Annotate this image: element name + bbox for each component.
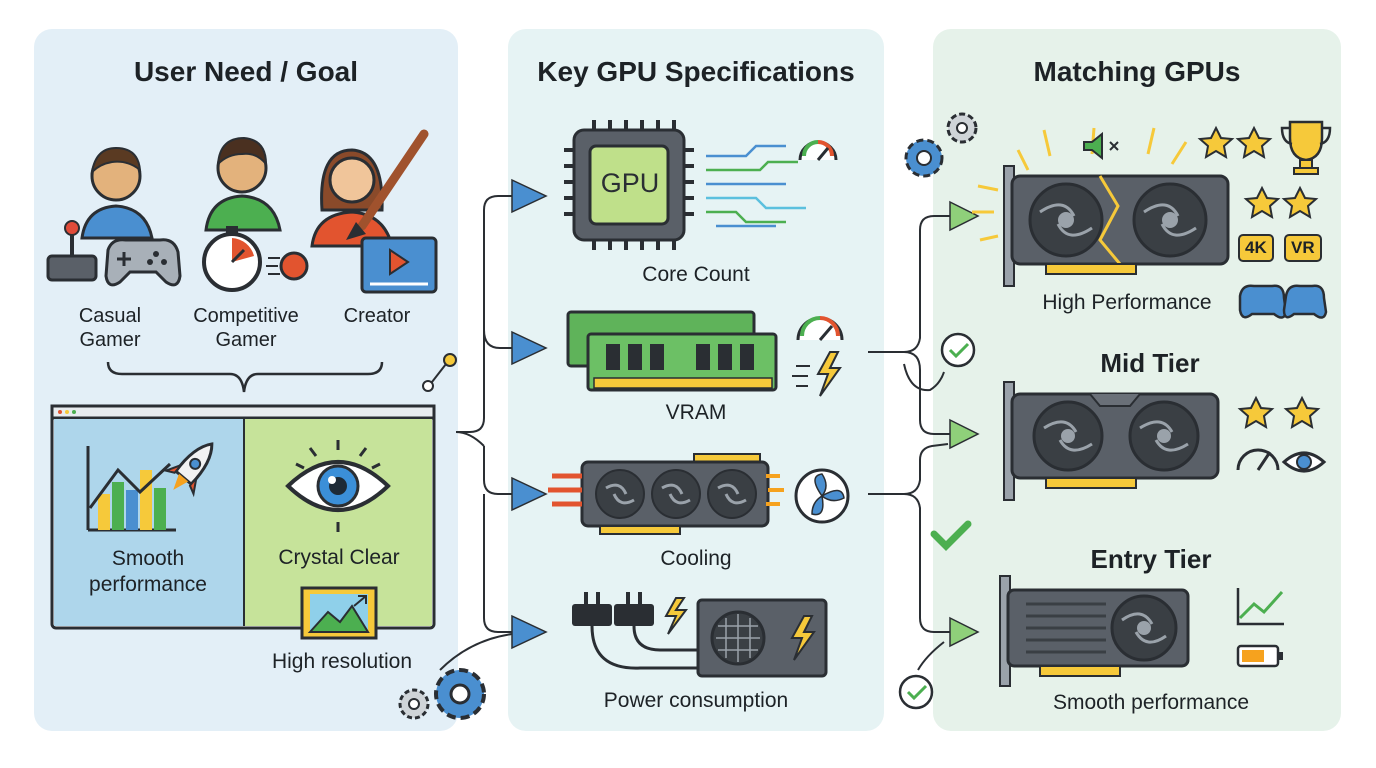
goal-high-resolution: High resolution	[271, 650, 413, 673]
competitive-gamer-icon	[202, 136, 309, 292]
power-supply-icon	[572, 592, 828, 678]
vram-module-icon	[566, 310, 844, 397]
landscape-image-icon	[300, 586, 378, 640]
badge-vr: VR	[1284, 234, 1322, 262]
spec-connector-arrows	[439, 195, 513, 671]
battery-icon	[1236, 644, 1283, 668]
goal-crystal-clear: Crystal Clear	[278, 546, 400, 569]
star-icons	[1197, 125, 1321, 429]
view-eye-icon	[1281, 451, 1327, 473]
node-connector-icon	[422, 353, 457, 392]
spec-power-consumption: Power consumption	[603, 689, 789, 712]
badge-4k: 4K	[1238, 234, 1274, 262]
user-need-title: User Need / Goal	[133, 56, 359, 87]
matching-gpus-title: Matching GPUs	[1033, 56, 1241, 87]
tier-mid-label: Mid Tier	[1100, 348, 1200, 378]
cooling-card-icon	[548, 453, 850, 535]
goal-smooth-performance: Smooth performance	[89, 547, 207, 596]
tier-entry-label: Entry Tier	[1090, 544, 1212, 574]
spec-core-count: Core Count	[642, 263, 750, 286]
high-performance-gpu-icon	[972, 127, 1230, 287]
tier-arrowheads	[949, 200, 980, 648]
bracket	[106, 361, 384, 393]
eye-icon	[285, 440, 391, 532]
entry-tier-gpu-icon	[999, 575, 1190, 687]
mid-tier-gpu-icon	[1003, 381, 1220, 501]
tier-entry-caption: Smooth performance	[1052, 691, 1250, 714]
trophy-icon	[1280, 120, 1332, 175]
growth-chart-icon	[1236, 588, 1284, 626]
persona-competitive-gamer: Competitive Gamer	[193, 305, 299, 351]
speedometer-icon	[1236, 448, 1280, 471]
performance-chart-icon	[86, 442, 214, 532]
spec-arrowheads	[511, 178, 548, 650]
gamepad-icons	[1238, 284, 1328, 319]
settings-gears-icon	[904, 112, 978, 178]
persona-creator: Creator	[343, 305, 411, 327]
spec-cooling: Cooling	[660, 547, 732, 570]
check-icons	[898, 332, 976, 710]
casual-gamer-icon	[46, 146, 182, 287]
gpu-specs-title: Key GPU Specifications	[537, 56, 855, 87]
gears-icon	[398, 668, 486, 720]
tier-connector-lines	[868, 215, 950, 671]
gpu-chip-icon	[564, 120, 838, 250]
tier-high-performance-label: High Performance	[1042, 291, 1212, 314]
spec-vram: VRAM	[665, 401, 727, 424]
persona-casual-gamer: Casual Gamer	[78, 305, 142, 351]
creator-icon	[310, 129, 438, 294]
gpu-chip-label: GPU	[600, 168, 660, 198]
